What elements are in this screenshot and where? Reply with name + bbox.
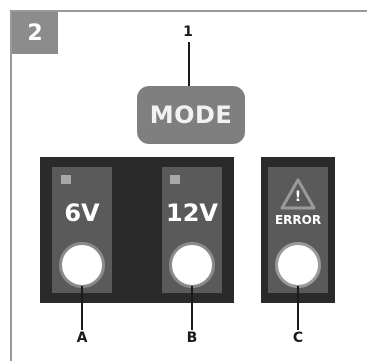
callout-b-label: B xyxy=(186,330,198,346)
channel-12v-button[interactable] xyxy=(169,242,215,288)
error-indicator-light xyxy=(275,242,321,288)
frame-top-border xyxy=(10,10,367,12)
channel-12v-led-indicator xyxy=(170,175,180,184)
channel-12v-label: 12V xyxy=(166,199,218,227)
channel-6v-label: 6V xyxy=(64,199,100,227)
callout-1-leader xyxy=(188,42,190,86)
callout-b-leader xyxy=(191,286,193,330)
error-label: ERROR xyxy=(274,213,322,227)
step-number-badge: 2 xyxy=(12,12,58,54)
callout-c-leader xyxy=(297,286,299,330)
callout-1-label: 1 xyxy=(183,24,193,40)
frame-left-border xyxy=(10,10,12,361)
callout-a-leader xyxy=(81,286,83,330)
callout-c-label: C xyxy=(292,330,304,346)
mode-button[interactable]: MODE xyxy=(137,86,245,144)
channel-6v-button[interactable] xyxy=(59,242,105,288)
callout-a-label: A xyxy=(76,330,88,346)
warning-triangle-icon xyxy=(280,178,316,210)
channel-6v-led-indicator xyxy=(61,175,71,184)
warning-exclamation: ! xyxy=(294,189,302,205)
